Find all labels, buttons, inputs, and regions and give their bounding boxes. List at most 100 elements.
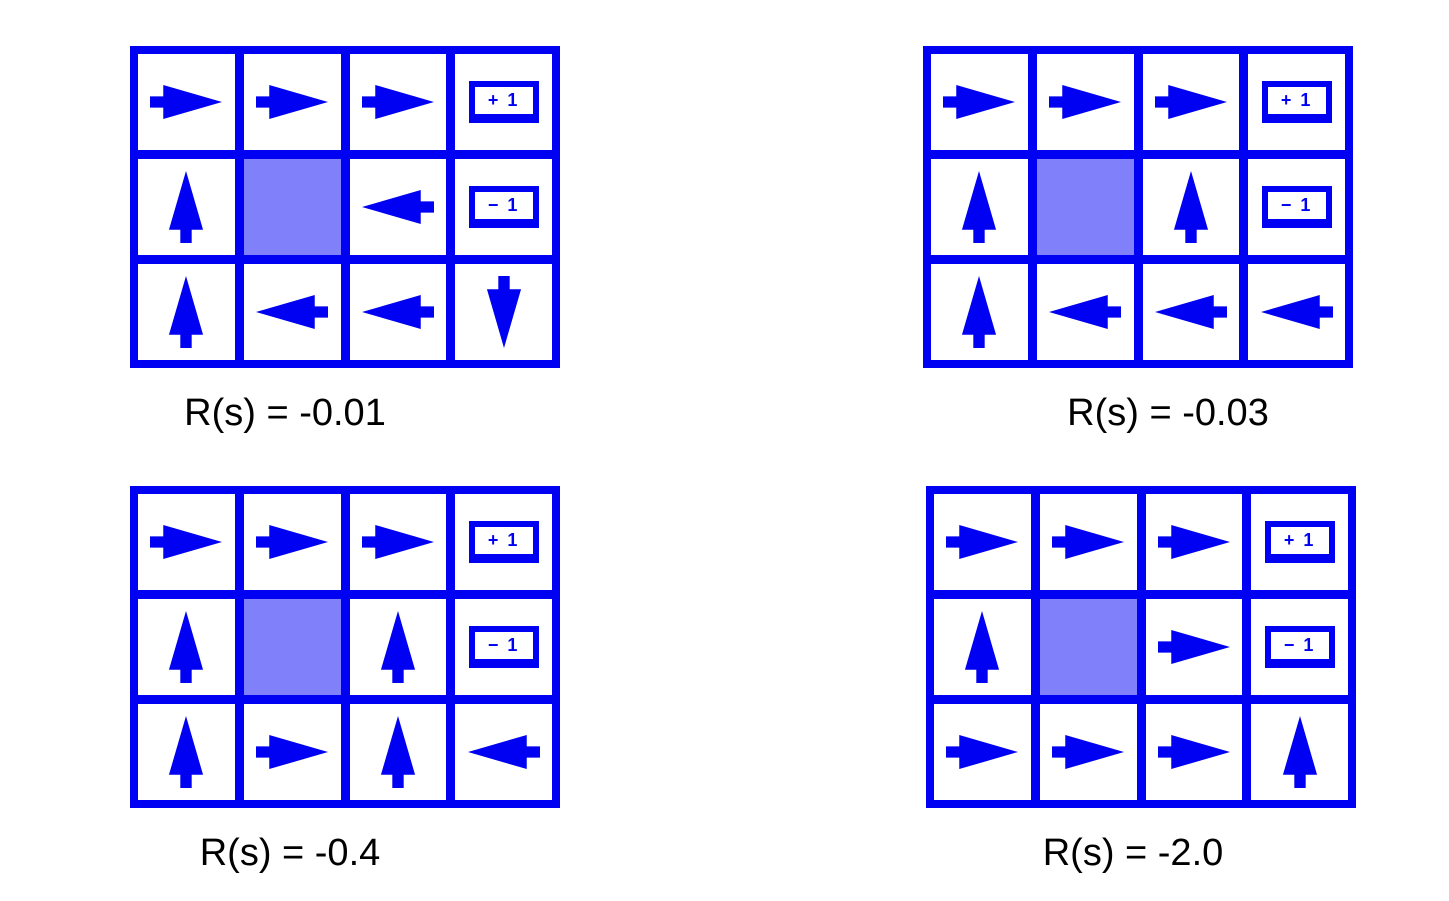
grid-cell xyxy=(455,704,552,800)
terminal-plus-one: + 1 xyxy=(468,521,539,563)
up-arrow-icon xyxy=(169,276,204,348)
wall-cell xyxy=(243,599,341,695)
grid-cell xyxy=(138,264,235,360)
grid-cell xyxy=(934,704,1031,800)
right-arrow-icon xyxy=(1157,734,1230,770)
right-arrow-icon xyxy=(256,734,329,770)
policy-panel-r-minus-0-4: + 1 − 1 R(s) = -0.4 xyxy=(130,486,560,875)
grid-cell xyxy=(1039,494,1137,590)
right-arrow-icon xyxy=(946,524,1019,560)
reward-label: R(s) = -0.4 xyxy=(199,832,381,874)
policy-panel-r-minus-0-01: + 1 − 1 R(s) = -0.01 xyxy=(130,46,560,435)
right-arrow-icon xyxy=(1052,734,1125,770)
up-arrow-icon xyxy=(1173,171,1208,243)
up-arrow-icon xyxy=(380,611,415,683)
wall-cell xyxy=(243,159,341,255)
right-arrow-icon xyxy=(361,84,434,120)
right-arrow-icon xyxy=(150,84,223,120)
grid-cell xyxy=(138,704,235,800)
left-arrow-icon xyxy=(256,294,329,330)
policy-grid: + 1 − 1 xyxy=(926,486,1356,808)
grid-cell: + 1 xyxy=(1251,494,1348,590)
grid-cell xyxy=(138,54,235,150)
left-arrow-icon xyxy=(361,189,434,225)
right-arrow-icon xyxy=(1157,629,1230,665)
reward-label: R(s) = -0.01 xyxy=(184,392,386,434)
grid-cell xyxy=(349,704,447,800)
grid-cell xyxy=(455,264,552,360)
right-arrow-icon xyxy=(361,524,434,560)
grid-cell xyxy=(1142,264,1240,360)
grid-cell xyxy=(138,159,235,255)
grid-cell xyxy=(1248,264,1345,360)
up-arrow-icon xyxy=(965,611,1000,683)
terminal-plus-one: + 1 xyxy=(1261,81,1332,123)
policy-panel-r-minus-2-0: + 1 − 1 R(s) = -2.0 xyxy=(926,486,1356,875)
up-arrow-icon xyxy=(962,276,997,348)
wall-cell xyxy=(1036,159,1134,255)
left-arrow-icon xyxy=(1154,294,1227,330)
grid-cell xyxy=(1142,159,1240,255)
right-arrow-icon xyxy=(256,524,329,560)
policy-grid: + 1 − 1 xyxy=(923,46,1353,368)
right-arrow-icon xyxy=(1049,84,1122,120)
up-arrow-icon xyxy=(962,171,997,243)
grid-cell xyxy=(931,264,1028,360)
grid-cell: − 1 xyxy=(455,159,552,255)
grid-cell xyxy=(349,264,447,360)
right-arrow-icon xyxy=(150,524,223,560)
terminal-plus-one: + 1 xyxy=(1264,521,1335,563)
terminal-minus-one: − 1 xyxy=(468,626,539,668)
right-arrow-icon xyxy=(1052,524,1125,560)
left-arrow-icon xyxy=(467,734,540,770)
grid-cell xyxy=(243,264,341,360)
grid-cell xyxy=(349,159,447,255)
grid-cell xyxy=(1145,704,1243,800)
down-arrow-icon xyxy=(486,276,521,348)
grid-cell xyxy=(349,599,447,695)
grid-cell: + 1 xyxy=(455,54,552,150)
right-arrow-icon xyxy=(1154,84,1227,120)
grid-cell: − 1 xyxy=(1251,599,1348,695)
terminal-plus-one: + 1 xyxy=(468,81,539,123)
grid-cell xyxy=(349,494,447,590)
right-arrow-icon xyxy=(1157,524,1230,560)
wall-cell xyxy=(1039,599,1137,695)
left-arrow-icon xyxy=(1049,294,1122,330)
right-arrow-icon xyxy=(256,84,329,120)
grid-cell xyxy=(1036,54,1134,150)
grid-cell xyxy=(243,54,341,150)
policy-grid: + 1 − 1 xyxy=(130,46,560,368)
grid-cell: + 1 xyxy=(455,494,552,590)
grid-cell: − 1 xyxy=(1248,159,1345,255)
reward-label: R(s) = -0.03 xyxy=(1067,392,1269,434)
grid-cell xyxy=(243,704,341,800)
grid-cell xyxy=(1145,599,1243,695)
grid-cell: − 1 xyxy=(455,599,552,695)
grid-cell xyxy=(931,54,1028,150)
left-arrow-icon xyxy=(361,294,434,330)
right-arrow-icon xyxy=(943,84,1016,120)
up-arrow-icon xyxy=(169,611,204,683)
grid-cell xyxy=(1145,494,1243,590)
grid-cell xyxy=(934,599,1031,695)
up-arrow-icon xyxy=(380,716,415,788)
up-arrow-icon xyxy=(169,716,204,788)
terminal-minus-one: − 1 xyxy=(468,186,539,228)
grid-cell xyxy=(934,494,1031,590)
reward-label: R(s) = -2.0 xyxy=(1042,832,1224,874)
up-arrow-icon xyxy=(1282,716,1317,788)
policy-panel-r-minus-0-03: + 1 − 1 R(s) = -0.03 xyxy=(923,46,1353,435)
up-arrow-icon xyxy=(169,171,204,243)
grid-cell xyxy=(1039,704,1137,800)
grid-cell xyxy=(1251,704,1348,800)
policy-grid: + 1 − 1 xyxy=(130,486,560,808)
grid-cell: + 1 xyxy=(1248,54,1345,150)
left-arrow-icon xyxy=(1260,294,1333,330)
grid-cell xyxy=(243,494,341,590)
grid-cell xyxy=(1036,264,1134,360)
grid-cell xyxy=(931,159,1028,255)
right-arrow-icon xyxy=(946,734,1019,770)
grid-cell xyxy=(138,494,235,590)
